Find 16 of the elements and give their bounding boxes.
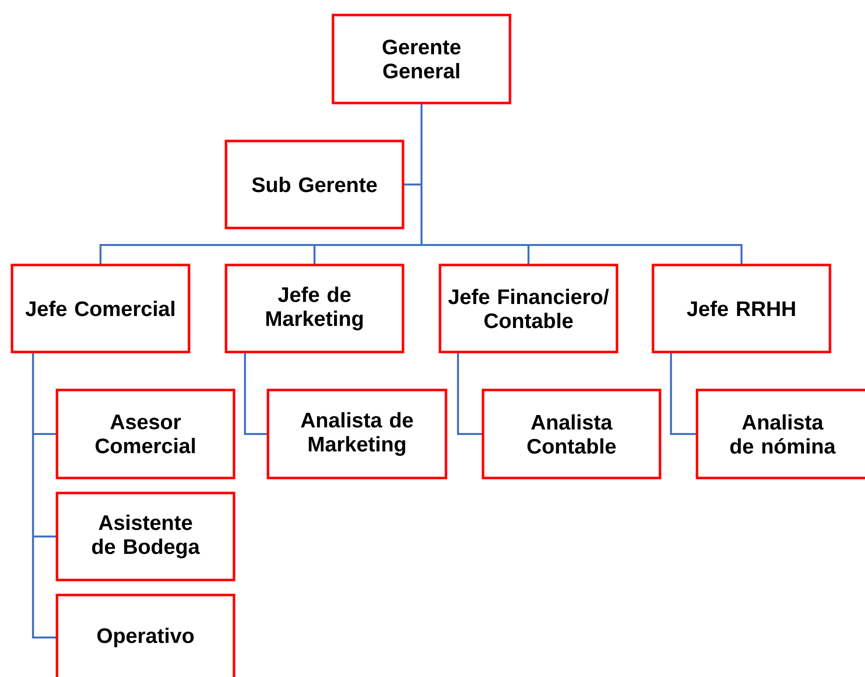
role-box: Jefe Comercial bbox=[10, 264, 190, 354]
role-box: Sub Gerente bbox=[224, 140, 404, 230]
role-box: Asesor Comercial bbox=[56, 388, 236, 480]
role-box: Jefe de Marketing bbox=[224, 264, 404, 354]
role-box: Analista Contable bbox=[482, 388, 662, 480]
connector-line bbox=[457, 352, 483, 435]
connector-line bbox=[32, 352, 57, 638]
role-box: Jefe RRHH bbox=[652, 264, 832, 354]
connector-line bbox=[670, 352, 697, 435]
role-box: Analista de nómina bbox=[696, 388, 865, 480]
connector-line bbox=[244, 352, 268, 435]
role-box: Operativo bbox=[56, 594, 236, 677]
role-box: Jefe Financiero/Contable bbox=[438, 264, 618, 354]
role-box: Gerente General bbox=[332, 14, 512, 104]
role-box: Asistente de Bodega bbox=[56, 492, 236, 582]
role-box: Analista de Marketing bbox=[266, 388, 448, 480]
